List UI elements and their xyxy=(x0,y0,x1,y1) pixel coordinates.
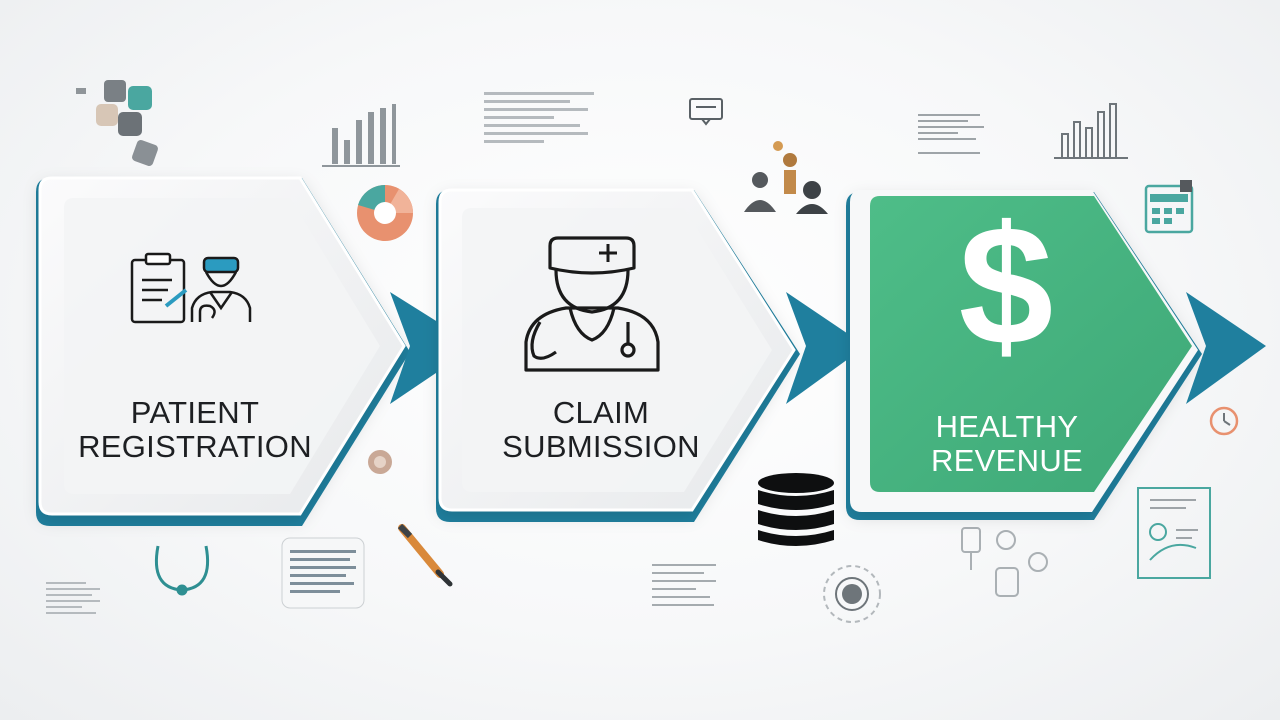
text-lines-icon xyxy=(918,114,984,154)
step-label-healthy-revenue: HEALTHY REVENUE xyxy=(902,410,1112,478)
target-icon xyxy=(823,565,881,623)
puzzle-blocks-icon xyxy=(76,80,158,166)
calendar-icon xyxy=(1144,180,1194,234)
clock-icon xyxy=(368,450,392,474)
step-label-line1: PATIENT xyxy=(130,395,260,430)
step-card-patient-registration xyxy=(36,176,476,526)
svg-text:$: $ xyxy=(959,191,1054,381)
step-card-claim-submission xyxy=(436,188,866,522)
step-card-body xyxy=(870,196,1192,492)
pie-chart-icon xyxy=(357,184,413,241)
clipboard-doctor-icon xyxy=(130,252,252,324)
step-label-line1: CLAIM xyxy=(552,395,650,430)
step-label-claim-submission: CLAIM SUBMISSION xyxy=(476,396,726,464)
step-label-line2: REGISTRATION xyxy=(78,429,312,464)
step-label-patient-registration: PATIENT REGISTRATION xyxy=(70,396,320,464)
text-lines-icon xyxy=(484,92,594,143)
step-card-healthy-revenue xyxy=(846,190,1266,520)
clock-icon xyxy=(1209,406,1239,436)
database-icon xyxy=(758,473,834,546)
document-stamp-icon xyxy=(281,537,365,609)
dollar-sign-icon: $ xyxy=(959,191,1054,381)
people-group-icon xyxy=(744,141,828,214)
text-lines-icon xyxy=(652,564,716,606)
arrow-connector-1 xyxy=(390,292,476,404)
step-label-line2: REVENUE xyxy=(931,443,1083,478)
bar-chart-icon xyxy=(322,104,400,167)
monitor-icon xyxy=(689,98,723,126)
text-lines-icon xyxy=(46,582,100,614)
step-label-line2: SUBMISSION xyxy=(502,429,700,464)
bar-chart-icon xyxy=(1054,103,1128,159)
doctor-stethoscope-icon xyxy=(524,236,660,372)
arrow-connector-2 xyxy=(786,292,866,404)
pen-icon xyxy=(397,523,453,587)
medical-tools-icon xyxy=(961,527,1048,597)
stethoscope-icon xyxy=(154,545,210,596)
arrow-connector-3 xyxy=(1186,292,1266,404)
step-label-line1: HEALTHY xyxy=(935,409,1079,444)
chart-document-icon xyxy=(1137,487,1211,579)
